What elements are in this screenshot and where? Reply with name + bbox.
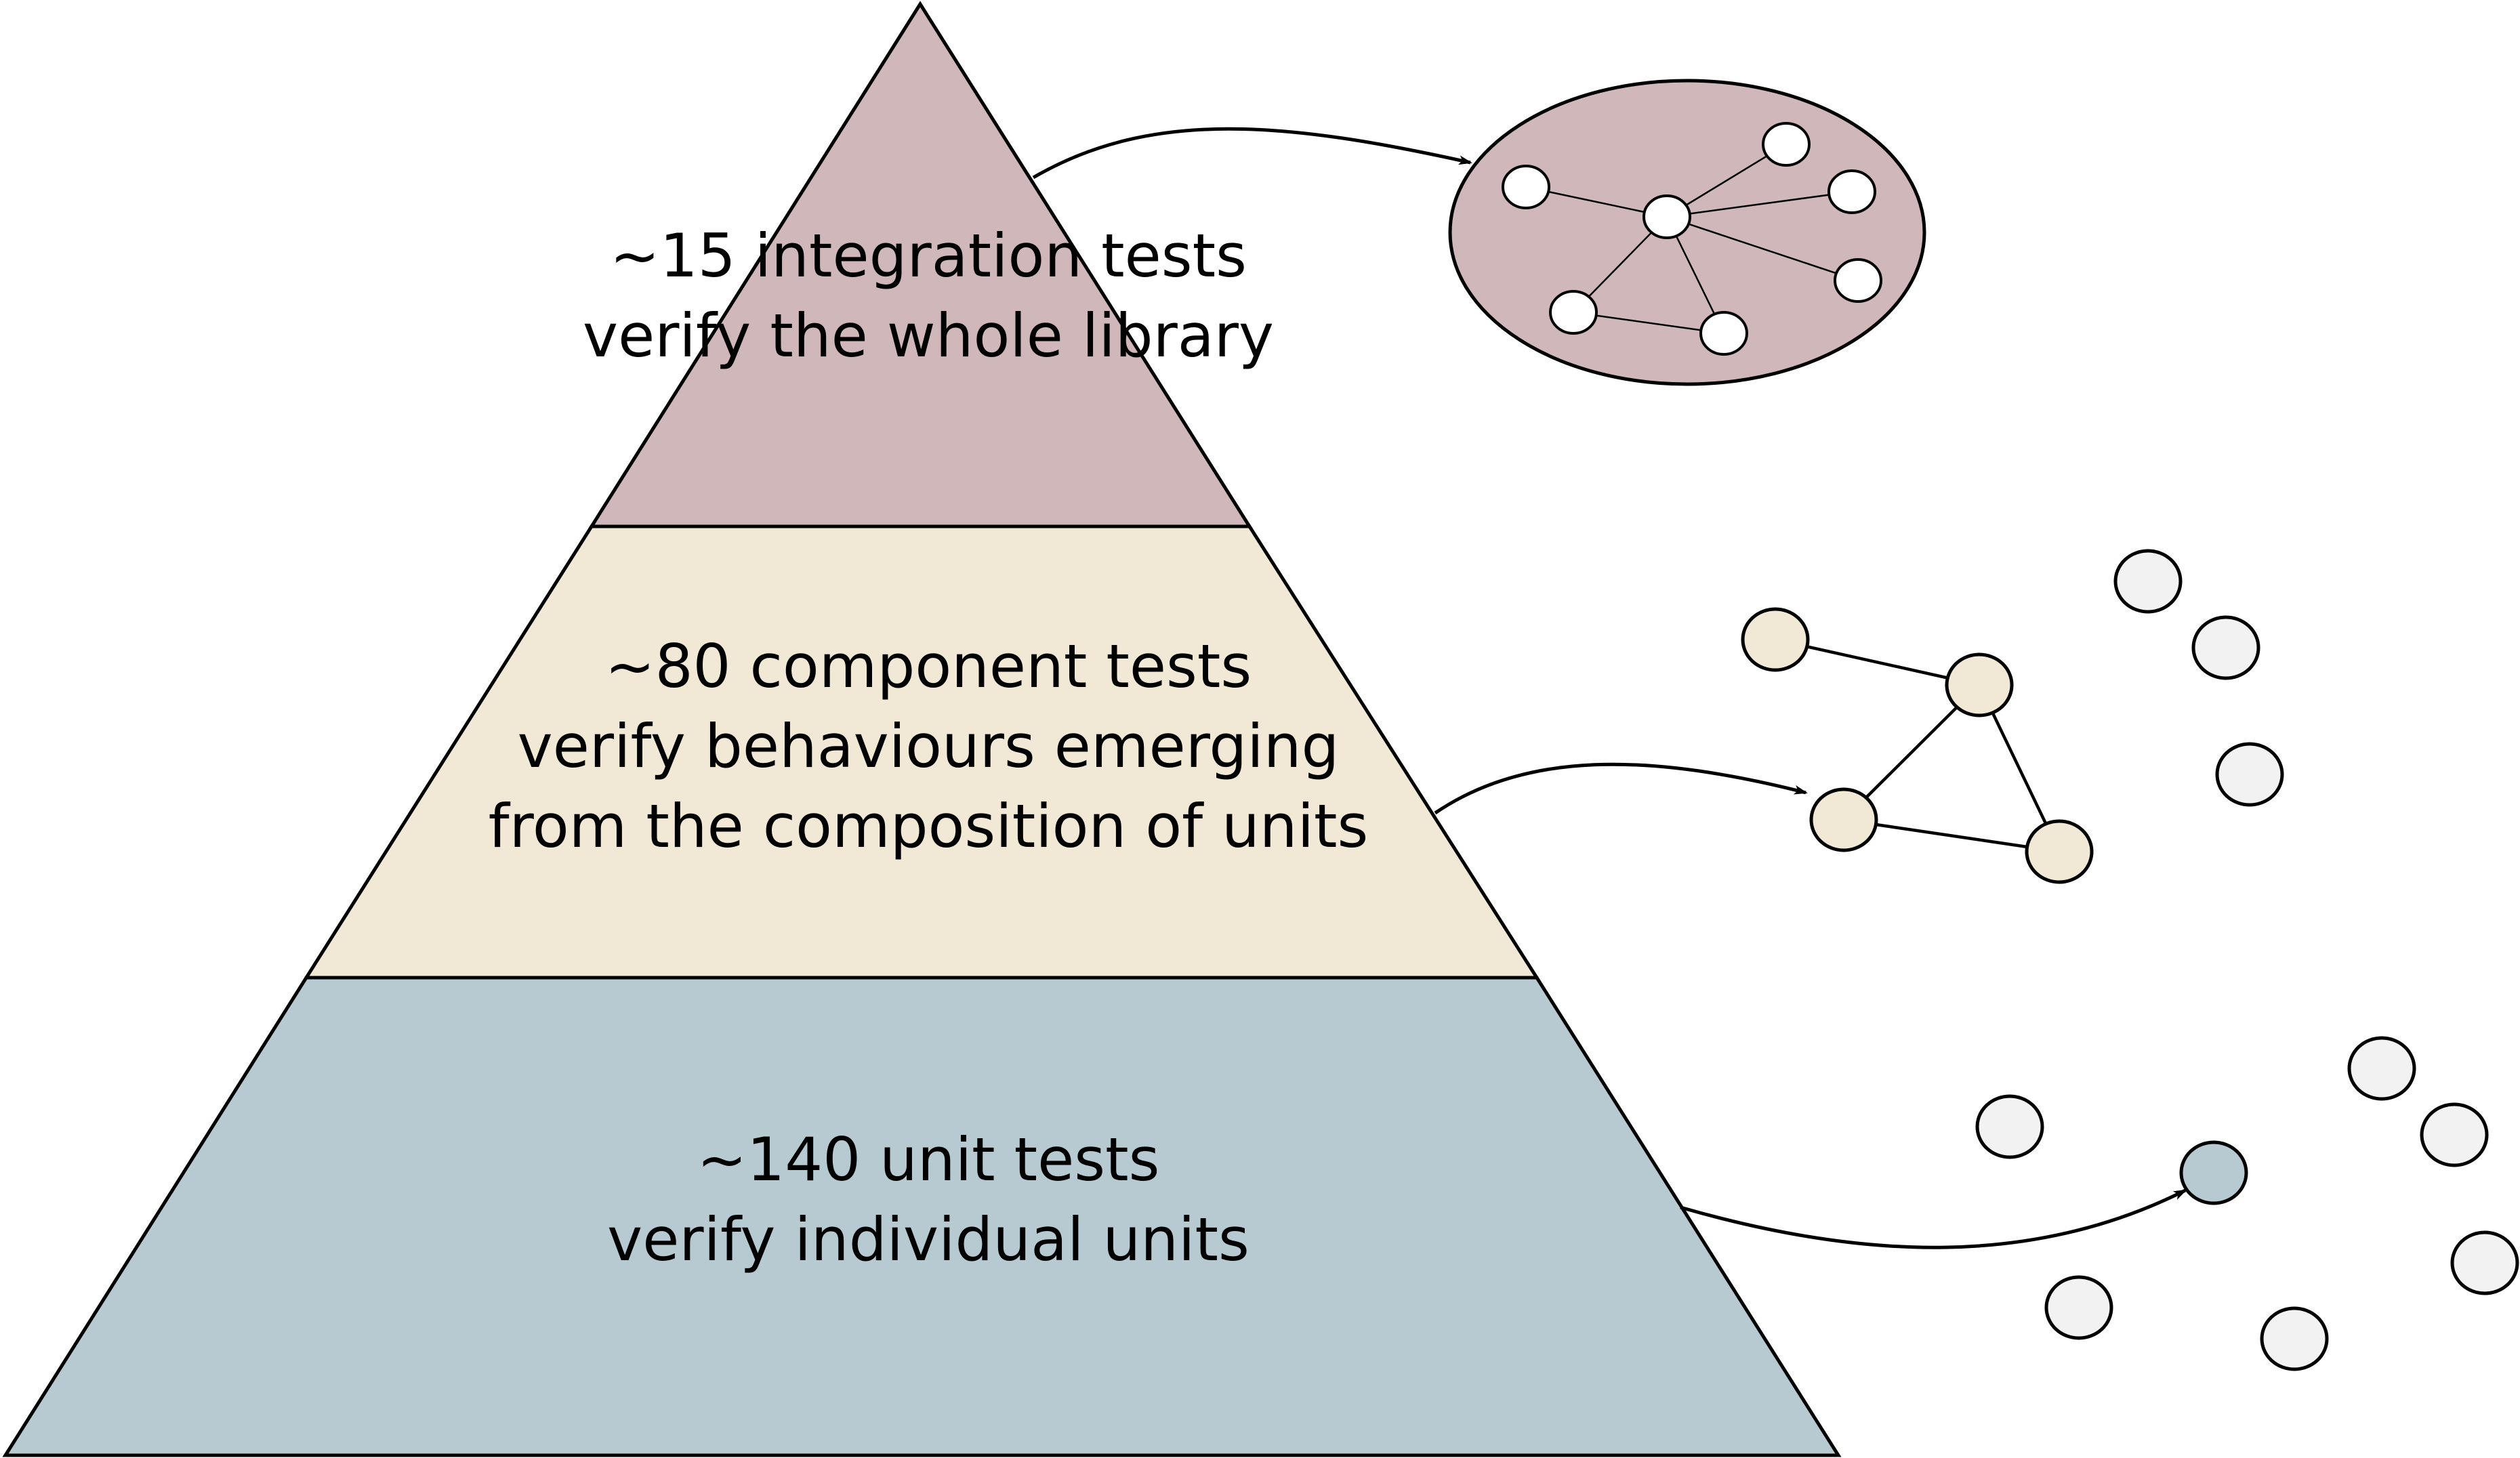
free-node: [2347, 1036, 2416, 1101]
integration-arrow: [1032, 127, 1472, 180]
free-node: [2260, 1306, 2329, 1371]
component-node: [1741, 607, 1810, 672]
component-node: [1945, 652, 2014, 717]
unit-tier-title: ~140 unit tests: [697, 1125, 1160, 1194]
highlighted-unit-node: [2179, 1140, 2248, 1205]
free-node: [2044, 1275, 2113, 1340]
library-node: [1834, 258, 1882, 303]
component-tier-description-line1: verify behaviours emerging: [518, 711, 1340, 781]
unit-tier-description: verify individual units: [607, 1205, 1249, 1274]
integration-tier: [588, 1, 1253, 528]
integration-tier-description: verify the whole library: [583, 301, 1274, 371]
library-node: [1762, 122, 1811, 167]
component-tier-description-line2: from the composition of units: [489, 791, 1369, 861]
free-node: [2215, 742, 2284, 807]
free-node: [2420, 1102, 2489, 1167]
free-node: [2450, 1230, 2519, 1295]
unit-nodes: [1975, 1036, 2519, 1371]
component-graph: [1741, 549, 2284, 884]
library-ellipse: [1448, 79, 1926, 386]
library-node: [1827, 169, 1876, 214]
library-node: [1502, 165, 1550, 209]
component-node: [2025, 819, 2094, 884]
component-tier-title: ~80 component tests: [605, 631, 1252, 701]
component-node: [1809, 787, 1878, 852]
library-node: [1699, 311, 1748, 356]
component-arrow: [1434, 762, 1808, 815]
free-node: [1975, 1094, 2044, 1159]
integration-tier-title: ~15 integration tests: [610, 221, 1247, 291]
library-node: [1643, 194, 1691, 239]
free-node: [2113, 549, 2183, 614]
library-node: [1549, 290, 1598, 335]
library-graph: [1448, 79, 1926, 386]
free-node: [2191, 615, 2260, 680]
unit-arrow: [1680, 1188, 2187, 1249]
